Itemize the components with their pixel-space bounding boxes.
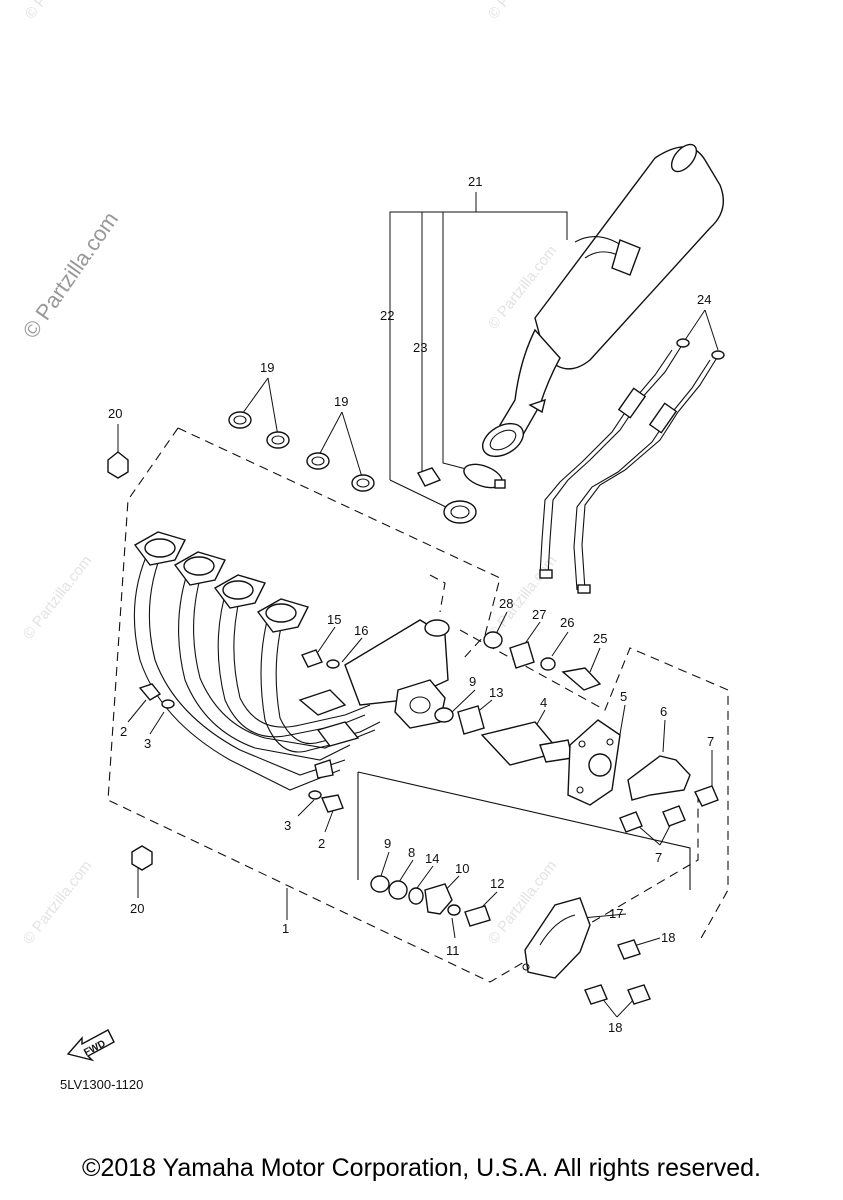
leader-3b: [297, 799, 315, 817]
part-label: 13: [489, 685, 503, 700]
leader-7b-1: [635, 823, 661, 846]
part-label: 20: [130, 901, 144, 916]
leader-24-1: [682, 309, 706, 344]
leader-25: [589, 647, 601, 673]
leader-16: [341, 637, 363, 663]
part-label: 1: [282, 921, 289, 936]
leader-8: [398, 859, 414, 883]
control-cables: [539, 338, 725, 594]
leader-21b: [442, 212, 471, 471]
leader-2a: [127, 699, 147, 723]
leader-28: [494, 611, 508, 637]
part-label: 25: [593, 631, 607, 646]
partzilla-watermark: © Partzilla.com: [18, 207, 124, 343]
leader-3a: [149, 711, 165, 735]
part-label: 12: [490, 876, 504, 891]
leader-19b-1: [317, 411, 343, 458]
leader-9a: [451, 689, 476, 713]
part-label: 28: [499, 596, 513, 611]
part-label: 24: [697, 292, 711, 307]
leader-11: [451, 917, 456, 939]
part-label: 7: [707, 734, 714, 749]
leader-9b: [380, 851, 390, 877]
part-label: 14: [425, 851, 439, 866]
group-outlines: [107, 427, 729, 983]
leader-19b-2: [341, 411, 363, 478]
leader-24-2: [704, 309, 719, 351]
faint-watermark: © Partzilla.com: [20, 857, 96, 947]
faint-watermark: © Partzilla.com: [485, 0, 561, 22]
part-label: 3: [284, 818, 291, 833]
part-label: 18: [661, 930, 675, 945]
part-label: 15: [327, 612, 341, 627]
part-label: 4: [540, 695, 547, 710]
part-label: 16: [354, 623, 368, 638]
part-label: 26: [560, 615, 574, 630]
leader-27: [523, 621, 541, 646]
gaskets-19: [228, 411, 375, 492]
leader-17: [581, 913, 627, 919]
copyright-notice: ©2018 Yamaha Motor Corporation, U.S.A. A…: [82, 1154, 761, 1182]
part-label: 6: [660, 704, 667, 719]
part-label: 8: [408, 845, 415, 860]
part-label: 7: [655, 850, 662, 865]
part-label: 9: [384, 836, 391, 851]
pulley-cover: [522, 897, 651, 1005]
faint-watermark: © Partzilla.com: [20, 552, 96, 642]
muffler: [482, 143, 724, 458]
part-label: 2: [120, 724, 127, 739]
part-label: 10: [455, 861, 469, 876]
part-label: 19: [334, 394, 348, 409]
bracket-group-outline: [459, 629, 729, 941]
leader-26: [551, 631, 569, 657]
part-label: 18: [608, 1020, 622, 1035]
part-label: 20: [108, 406, 122, 421]
leader-21: [389, 211, 568, 480]
part-label: 2: [318, 836, 325, 851]
leader-2b: [324, 807, 335, 833]
fasteners: [107, 451, 602, 871]
muffler-clamp: [416, 463, 506, 524]
pulley-parts: [370, 875, 491, 927]
leader-22: [389, 479, 449, 509]
part-label: 21: [468, 174, 482, 189]
fwd-arrow-icon: FWD: [66, 1029, 115, 1062]
part-label: 5: [620, 689, 627, 704]
part-labels: 21 22 23 24 19 19 20 28 27 26 25 15 16 9…: [108, 174, 714, 1035]
leader-14: [416, 865, 434, 889]
leader-19a-1: [239, 377, 269, 418]
part-label: 23: [413, 340, 427, 355]
part-label: 9: [469, 674, 476, 689]
muffler-group-outline: [429, 574, 446, 613]
part-label: 27: [532, 607, 546, 622]
leader-18a: [636, 937, 661, 946]
diagram-code: 5LV1300-1120: [60, 1077, 143, 1092]
leader-19a-2: [267, 377, 279, 437]
part-label: 17: [609, 906, 623, 921]
part-label: 22: [380, 308, 394, 323]
part-label: 19: [260, 360, 274, 375]
faint-watermark: © Partzilla.com: [22, 0, 98, 22]
leader-15: [317, 626, 336, 653]
part-label: 3: [144, 736, 151, 751]
exhaust-header: [133, 531, 450, 791]
valve-shaft-assembly: [480, 719, 719, 833]
leader-6: [662, 719, 666, 753]
shaft-group-outline: [357, 771, 691, 890]
part-label: 11: [446, 943, 460, 958]
